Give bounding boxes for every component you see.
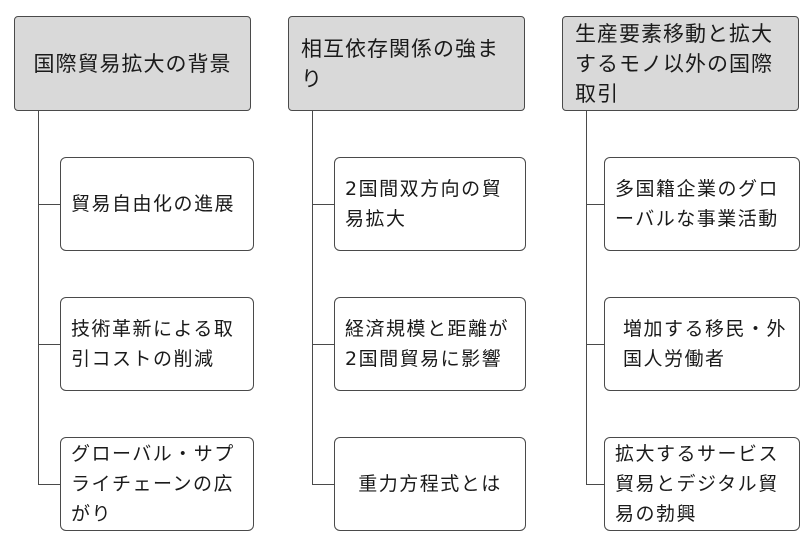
topic-card: 増加する移民・外国人労働者 [604,297,800,391]
connector-branch [586,204,608,205]
column-header: 国際貿易拡大の背景 [14,16,251,111]
topic-card: 拡大するサービス貿易とデジタル貿易の勃興 [604,437,800,531]
topic-card: 重力方程式とは [334,437,526,531]
topic-card: グローバル・サプライチェーンの広がり [60,437,254,531]
connector-branch [586,484,608,485]
connector-trunk [312,111,313,484]
connector-branch [312,484,334,485]
connector-branch [312,204,334,205]
column-header: 相互依存関係の強まり [288,16,525,111]
connector-branch [38,204,60,205]
connector-branch [38,344,60,345]
topic-card: 技術革新による取引コストの削減 [60,297,254,391]
topic-card: 多国籍企業のグローバルな事業活動 [604,157,800,251]
column-header: 生産要素移動と拡大するモノ以外の国際取引 [562,16,799,111]
topic-card: 経済規模と距離が2国間貿易に影響 [334,297,526,391]
topic-card: 2国間双方向の貿易拡大 [334,157,526,251]
connector-branch [312,344,334,345]
connector-branch [38,484,60,485]
topic-card: 貿易自由化の進展 [60,157,254,251]
connector-trunk [586,111,587,484]
connector-branch [586,344,608,345]
connector-trunk [38,111,39,484]
